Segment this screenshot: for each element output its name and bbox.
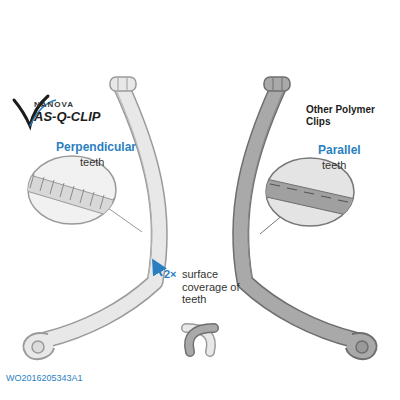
logo-brand: NANOVA — [34, 100, 94, 109]
tooth-word: teeth — [322, 159, 362, 172]
tooth-word: teeth — [80, 156, 120, 169]
group-heading: Other Polymer Clips — [306, 104, 380, 127]
left-clip — [23, 77, 211, 359]
multiplier: 2× — [164, 268, 182, 281]
pointer-arrow — [154, 262, 162, 276]
logo-product: AS-Q-CLIP — [34, 110, 114, 125]
left-magnifier — [20, 156, 142, 232]
tooth-type: Perpendicular — [56, 141, 140, 155]
callout-note: surface coverage of teeth — [182, 268, 262, 306]
right-clip — [189, 77, 377, 359]
patent-number: WO2016205343A1 — [6, 373, 116, 383]
tooth-type: Parallel — [318, 144, 378, 158]
